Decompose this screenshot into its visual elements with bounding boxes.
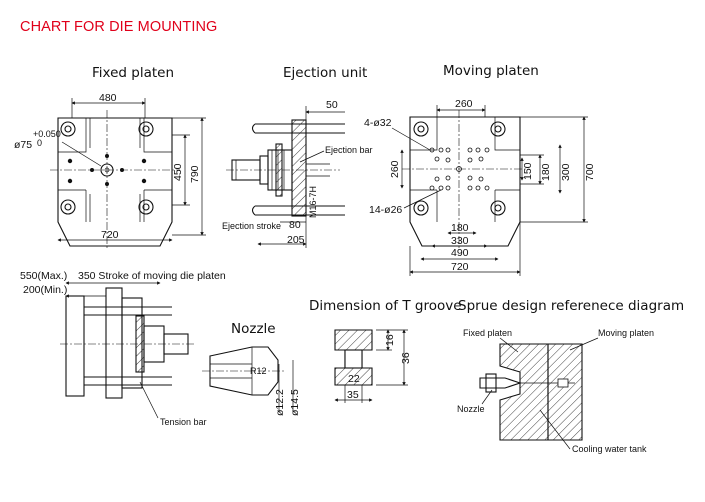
ejection-thread: M16-7H xyxy=(308,186,318,218)
side-view: 550(Max.) 350 Stroke of moving die plate… xyxy=(20,270,226,427)
t-groove-22: 22 xyxy=(348,373,360,385)
sprue-fixed-label: Fixed platen xyxy=(463,328,512,338)
nozzle-r: R12 xyxy=(250,366,267,376)
nozzle-view: Nozzle R12 ø12.2 ø14.5 xyxy=(202,321,301,416)
moving-dim-b180: 180 xyxy=(451,222,469,234)
page-title: CHART FOR DIE MOUNTING xyxy=(20,19,218,35)
ejection-unit-title: Ejection unit xyxy=(283,65,367,81)
nozzle-d2: ø14.5 xyxy=(289,389,301,416)
moving-dim-150: 150 xyxy=(522,162,534,180)
sprue-moving-label: Moving platen xyxy=(598,328,654,338)
nozzle-d1: ø12.2 xyxy=(274,389,286,416)
moving-dim-b330: 330 xyxy=(451,235,469,247)
moving-dim-top-260: 260 xyxy=(455,98,473,110)
fixed-dim-450: 450 xyxy=(172,163,184,181)
moving-platen-title: Moving platen xyxy=(443,63,539,79)
t-groove-title: Dimension of T groove xyxy=(309,298,462,314)
t-groove-35: 35 xyxy=(347,389,359,401)
t-groove-36: 36 xyxy=(400,352,412,364)
moving-dim-700: 700 xyxy=(584,163,596,181)
ejection-dim-80: 80 xyxy=(289,219,301,231)
side-max: 550(Max.) xyxy=(20,270,67,282)
moving-dim-b490: 490 xyxy=(451,247,469,259)
fixed-platen-view: Fixed platen ø75 +0.050 0 480 720 xyxy=(14,65,206,250)
moving-dim-left-260: 260 xyxy=(389,160,401,178)
fixed-dim-720: 720 xyxy=(101,229,119,241)
sprue-title: Sprue design referenece diagram xyxy=(458,298,684,314)
fixed-dim-480: 480 xyxy=(99,92,117,104)
fixed-platen-title: Fixed platen xyxy=(92,65,174,81)
moving-holes-large: 4-ø32 xyxy=(364,117,392,129)
moving-holes-small: 14-ø26 xyxy=(369,204,402,216)
sprue-diagram-view: Sprue design referenece diagram Fixed pl… xyxy=(457,298,684,454)
t-groove-view: Dimension of T groove 16 36 22 35 xyxy=(309,298,462,403)
ejection-dim-50: 50 xyxy=(326,99,338,111)
t-groove-16: 16 xyxy=(384,334,396,346)
moving-dim-b720: 720 xyxy=(451,261,469,273)
side-stroke: 350 Stroke of moving die platen xyxy=(78,270,226,282)
tension-bar-label: Tension bar xyxy=(160,417,207,427)
side-min: 200(Min.) xyxy=(23,284,67,296)
fixed-bore-dim: ø75 xyxy=(14,139,32,151)
moving-dim-300: 300 xyxy=(560,163,572,181)
fixed-bore-tol2: 0 xyxy=(37,138,42,148)
sprue-nozzle-label: Nozzle xyxy=(457,404,485,414)
moving-platen-view: Moving platen 4-ø32 14-ø26 260 260 xyxy=(364,63,596,276)
ejection-bar-label: Ejection bar xyxy=(325,145,373,155)
ejection-dim-205: 205 xyxy=(287,234,305,246)
fixed-bore-tol: +0.050 xyxy=(33,129,61,139)
fixed-dim-790: 790 xyxy=(189,165,201,183)
moving-dim-180: 180 xyxy=(540,163,552,181)
sprue-cooling-label: Cooling water tank xyxy=(572,444,647,454)
ejection-unit-view: Ejection unit Ejection bar 50 M16-7H Eje… xyxy=(222,65,373,248)
ejection-stroke-label: Ejection stroke xyxy=(222,221,281,231)
nozzle-title: Nozzle xyxy=(231,321,276,337)
